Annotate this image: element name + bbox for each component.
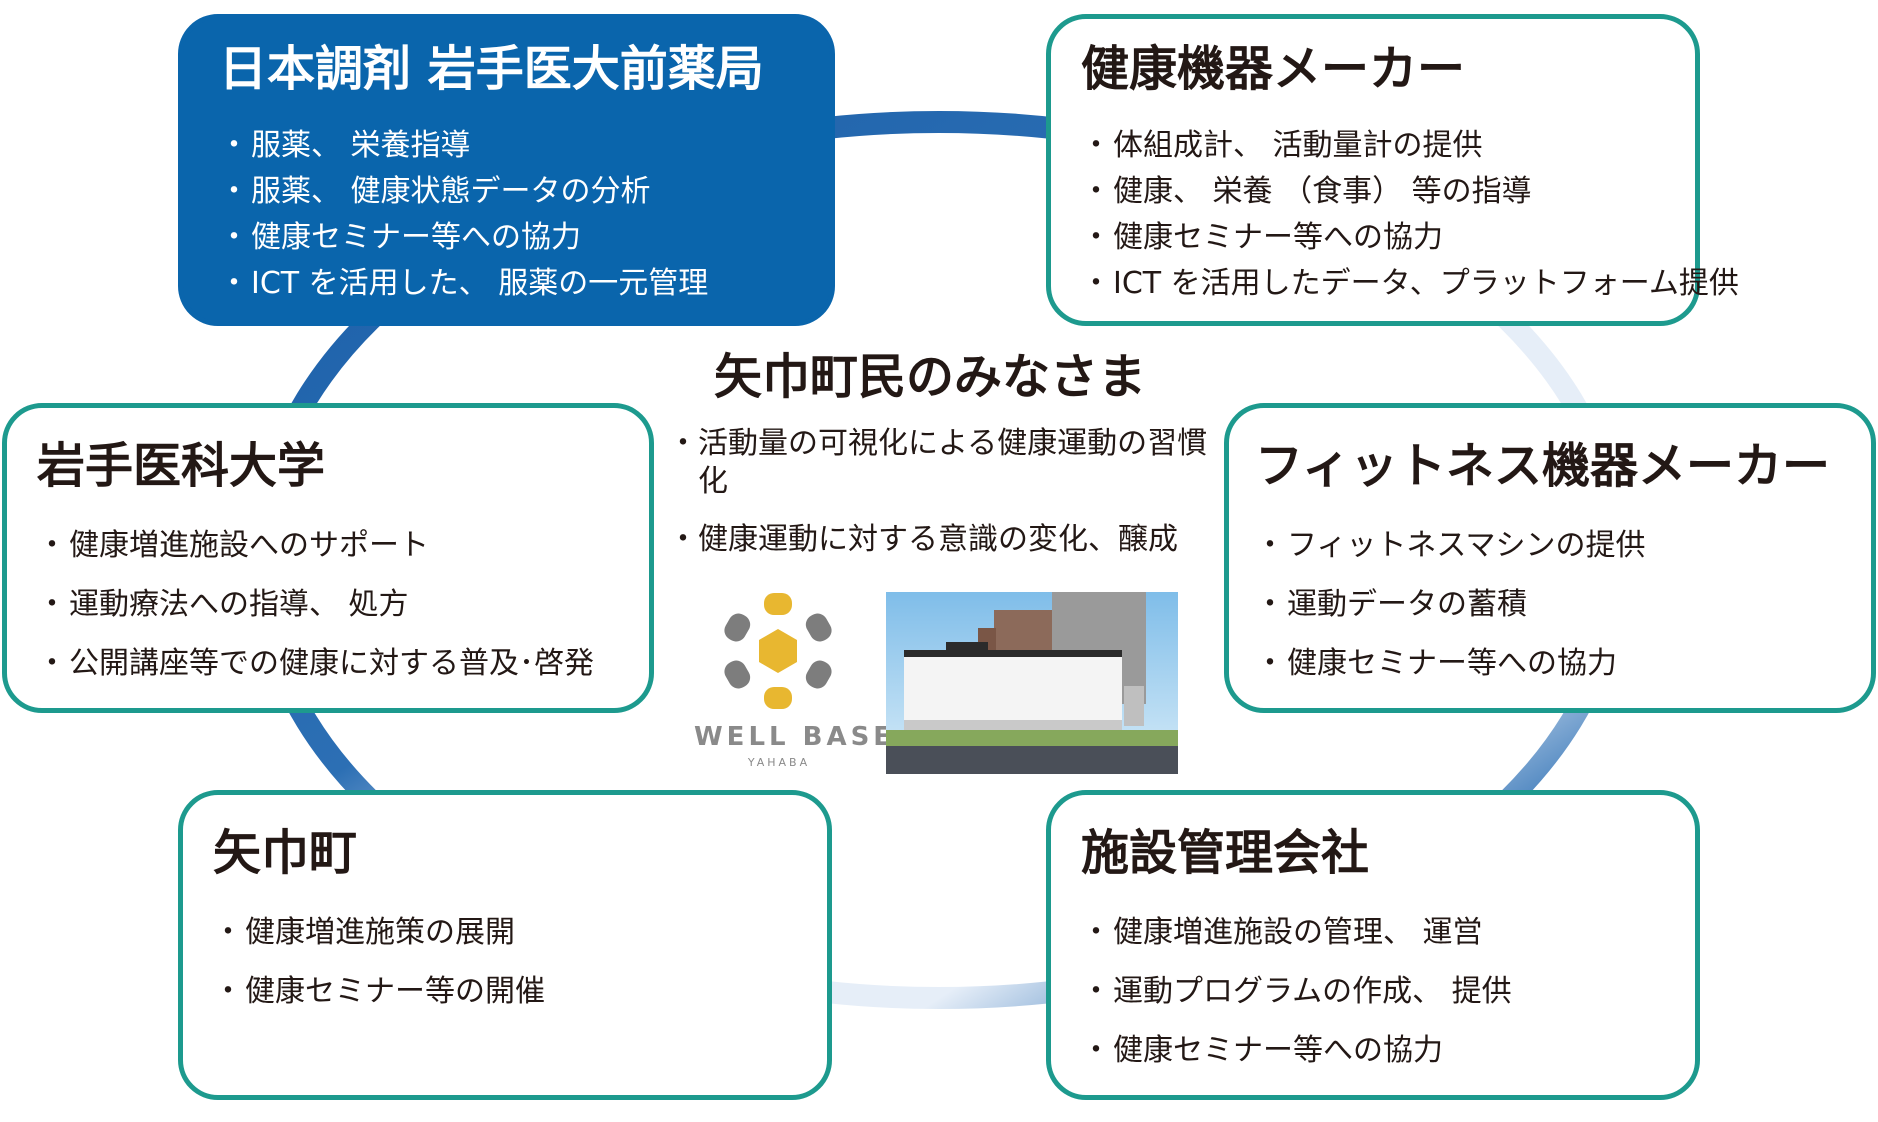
well-base-logo-icon <box>724 593 832 709</box>
list-item: 運動データの蓄積 <box>1255 575 1861 634</box>
facility-management-title: 施設管理会社 <box>1081 825 1370 881</box>
list-item: 健康増進施設の管理、 運営 <box>1081 903 1675 962</box>
list-item: ICT を活用したデータ、プラットフォーム提供 <box>1081 261 1739 307</box>
medical-university-list: 健康増進施設へのサポート 運動療法への指導、 処方 公開講座等での健康に対する普… <box>37 516 629 693</box>
pharmacy-box: 日本調剤 岩手医大前薬局 服薬、 栄養指導 服薬、 健康状態データの分析 健康セ… <box>178 14 835 326</box>
health-device-maker-title: 健康機器メーカー <box>1081 41 1466 97</box>
list-item: 公開講座等での健康に対する普及･啓発 <box>37 634 629 693</box>
fitness-maker-list: フィットネスマシンの提供 運動データの蓄積 健康セミナー等への協力 <box>1255 516 1861 693</box>
health-device-maker-list: 体組成計、 活動量計の提供 健康、 栄養 （食事） 等の指導 健康セミナー等への… <box>1081 123 1739 307</box>
list-item: 健康セミナー等への協力 <box>219 215 802 261</box>
list-item: 健康運動に対する意識の変化、醸成 <box>668 521 1228 559</box>
facility-management-list: 健康増進施設の管理、 運営 運動プログラムの作成、 提供 健康セミナー等への協力 <box>1081 903 1675 1080</box>
facility-management-box: 施設管理会社 健康増進施設の管理、 運営 運動プログラムの作成、 提供 健康セミ… <box>1046 790 1700 1100</box>
list-item: ICT を活用した、 服薬の一元管理 <box>219 261 802 307</box>
fitness-maker-title: フィットネス機器メーカー <box>1255 438 1831 494</box>
list-item: 体組成計、 活動量計の提供 <box>1081 123 1675 169</box>
list-item: 健康セミナー等への協力 <box>1081 215 1675 261</box>
medical-university-title: 岩手医科大学 <box>37 438 326 494</box>
center-title: 矢巾町民のみなさま <box>714 349 1147 405</box>
list-item: 健康増進施策の展開 <box>213 903 807 962</box>
list-item: 健康セミナー等への協力 <box>1081 1021 1675 1080</box>
medical-university-box: 岩手医科大学 健康増進施設へのサポート 運動療法への指導、 処方 公開講座等での… <box>2 403 654 713</box>
list-item: 服薬、 健康状態データの分析 <box>219 169 802 215</box>
list-item: 健康セミナー等の開催 <box>213 962 807 1021</box>
list-item: 健康セミナー等への協力 <box>1255 634 1861 693</box>
pharmacy-title: 日本調剤 岩手医大前薬局 <box>219 41 764 97</box>
list-item: 運動プログラムの作成、 提供 <box>1081 962 1675 1021</box>
pharmacy-list: 服薬、 栄養指導 服薬、 健康状態データの分析 健康セミナー等への協力 ICT … <box>219 123 802 307</box>
yahaba-town-title: 矢巾町 <box>213 825 358 881</box>
list-item: 健康、 栄養 （食事） 等の指導 <box>1081 169 1675 215</box>
center-list: 活動量の可視化による健康運動の習慣化 健康運動に対する意識の変化、醸成 <box>668 425 1228 579</box>
yahaba-town-list: 健康増進施策の展開 健康セミナー等の開催 <box>213 903 807 1021</box>
fitness-maker-box: フィットネス機器メーカー フィットネスマシンの提供 運動データの蓄積 健康セミナ… <box>1224 403 1876 713</box>
list-item: 健康増進施設へのサポート <box>37 516 629 575</box>
list-item: 活動量の可視化による健康運動の習慣化 <box>668 425 1228 501</box>
yahaba-town-box: 矢巾町 健康増進施策の展開 健康セミナー等の開催 <box>178 790 832 1100</box>
health-device-maker-box: 健康機器メーカー 体組成計、 活動量計の提供 健康、 栄養 （食事） 等の指導 … <box>1046 14 1739 326</box>
building-photo <box>886 592 1178 774</box>
list-item: 服薬、 栄養指導 <box>219 123 802 169</box>
list-item: フィットネスマシンの提供 <box>1255 516 1861 575</box>
logo-name: WELL BASE <box>694 722 896 752</box>
logo-subtitle: YAHABA <box>747 756 811 769</box>
list-item: 運動療法への指導、 処方 <box>37 575 629 634</box>
